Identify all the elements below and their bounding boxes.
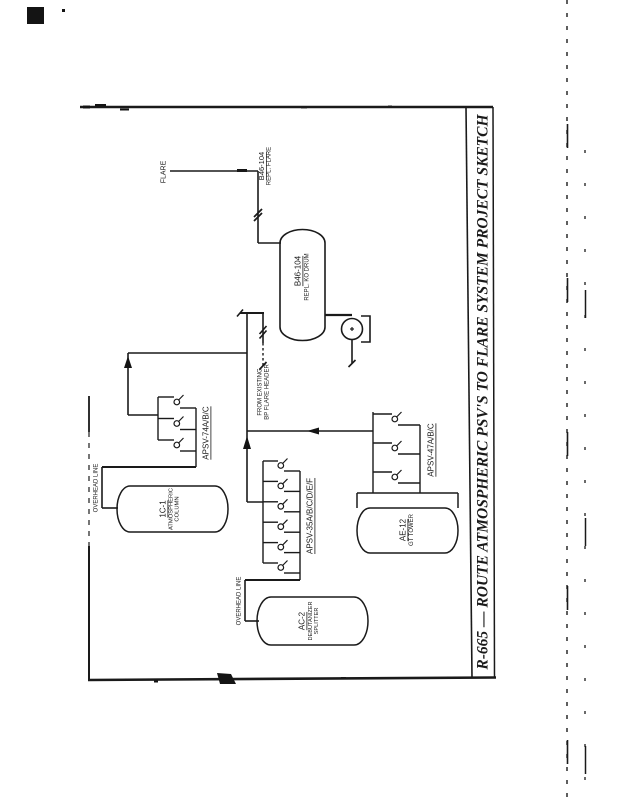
pump-bracket — [361, 315, 371, 343]
drawing-title: R-665 — ROUTE ATMOSPHERIC PSV'S TO FLARE… — [475, 114, 492, 671]
column-tag: 1C-1 — [159, 500, 168, 518]
frame-noise-3 — [120, 108, 129, 111]
line-break-tick — [258, 329, 268, 340]
psv-right-label: APSV-47A/B/C — [427, 423, 436, 477]
flow-arrow-up — [243, 436, 251, 449]
pump — [325, 313, 371, 368]
flare-line: FLARE B46-104 REPL. FLARE — [161, 147, 281, 244]
splitter-desc-1: DEBUTANIZER — [308, 601, 314, 640]
flow-arrow-up — [124, 356, 132, 368]
psv-valve — [373, 469, 420, 484]
psv-left-label: APSV-74A/B/C — [202, 406, 211, 460]
frame-right — [492, 106, 496, 679]
psv-valve — [158, 394, 196, 409]
column-outline — [116, 485, 229, 533]
overhead-line-column: OVERHEAD LINE — [94, 464, 196, 513]
psv-middle-label: APSV-35A/B/C/D/E/F — [306, 478, 315, 554]
speck — [154, 680, 158, 683]
drawing-frame — [80, 104, 497, 684]
psv-cluster-right: APSV-47A/B/C — [356, 411, 459, 508]
frame-bottom — [87, 676, 497, 682]
scan-dot — [62, 9, 65, 12]
psv-valve — [158, 416, 196, 431]
psv-valve — [263, 478, 300, 493]
title-separator — [465, 106, 473, 679]
column-desc-2: COLUMN — [175, 496, 181, 521]
vessel-tower: AE-12 GT TOWER — [356, 507, 459, 554]
scan-corner-mark — [27, 7, 44, 24]
from-existing-label-1: FROM EXISTING — [258, 368, 264, 416]
line-break-tick — [253, 212, 263, 222]
scan-artifacts — [27, 0, 587, 800]
tower-tag: AE-12 — [399, 518, 408, 541]
psv-cluster-left: APSV-74A/B/C — [157, 394, 211, 467]
psv-valve — [263, 519, 300, 533]
drum-vessel: B46-104 REPL. KO DRUM — [279, 228, 326, 342]
tower-desc: GT TOWER — [409, 513, 415, 546]
title-block: R-665 — ROUTE ATMOSPHERIC PSV'S TO FLARE… — [475, 114, 492, 671]
tower-outline — [356, 507, 459, 554]
drum-tag: B46-104 — [294, 255, 303, 286]
frame-noise-2 — [83, 105, 90, 109]
overhead-line-label: OVERHEAD LINE — [237, 577, 243, 626]
psv-valve — [263, 498, 300, 513]
drum-desc: REPL. KO DRUM — [305, 253, 311, 300]
psv-valve — [263, 560, 300, 574]
line-break-tick — [258, 325, 268, 335]
frame-noise-1 — [95, 104, 106, 107]
line-break-tick — [236, 308, 244, 318]
overhead-line-splitter: OVERHEAD LINE — [237, 577, 300, 626]
drum-outline — [279, 228, 326, 342]
frame-blotch — [217, 673, 236, 684]
flare-line-tag: B46-104 — [257, 152, 266, 180]
line-break-tick — [253, 208, 263, 218]
overhead-line-label: OVERHEAD LINE — [94, 464, 100, 513]
flow-arrow-left — [307, 427, 319, 435]
vessel-splitter: AC-2 DEBUTANIZER SPLITTER — [256, 596, 369, 646]
splitter-desc-2: SPLITTER — [314, 608, 320, 635]
vessel-column: 1C-1 ATMOSPHERIC COLUMN — [116, 485, 229, 533]
splitter-tag: AC-2 — [298, 611, 307, 630]
from-existing-label-2: BP FLARE HEADER — [265, 364, 271, 420]
psv-valve — [263, 458, 300, 472]
psv-cluster-middle: APSV-35A/B/C/D/E/F — [247, 458, 315, 580]
flare-label: FLARE — [161, 160, 168, 183]
psv-valve — [373, 440, 420, 455]
psv-valve — [373, 411, 420, 426]
column-desc-1: ATMOSPHERIC — [169, 488, 175, 530]
line-break-tick — [258, 361, 268, 371]
flare-header-piping: FROM EXISTING BP FLARE HEADER — [124, 308, 373, 502]
psv-valve — [263, 539, 300, 554]
flare-line-desc: REPL. FLARE — [267, 147, 273, 185]
line-break-tick — [347, 359, 357, 368]
splitter-outline — [256, 596, 369, 646]
psv-valve — [158, 437, 196, 452]
